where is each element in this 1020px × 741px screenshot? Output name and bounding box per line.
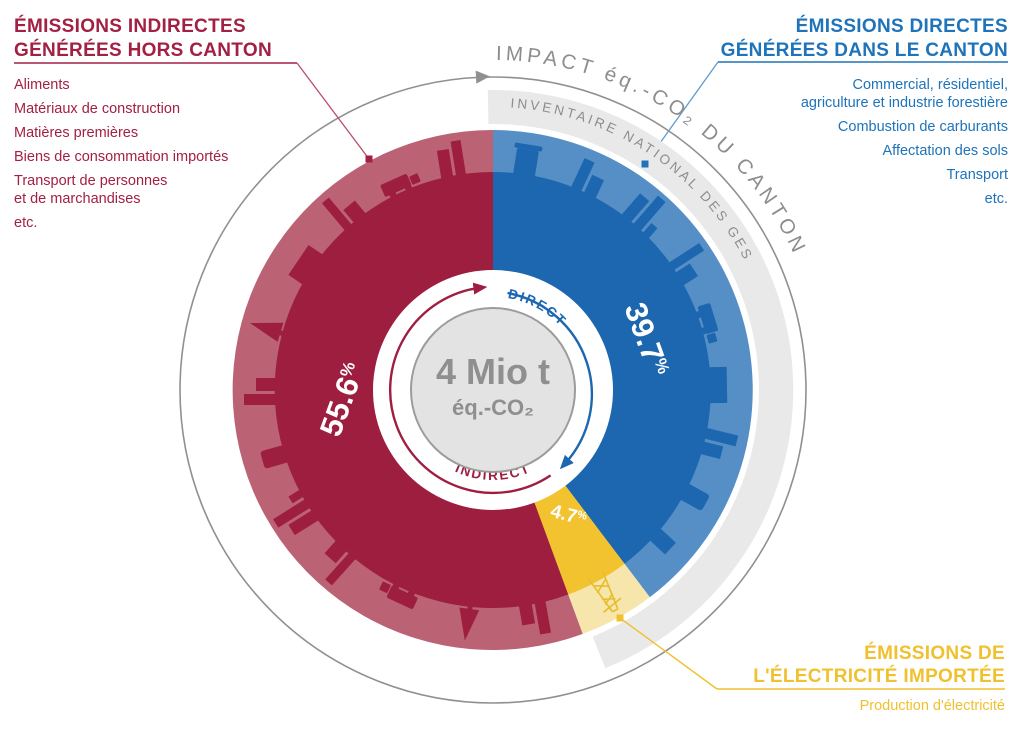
- inventory-band: [487, 89, 794, 669]
- list-item: Production d'électricité: [859, 698, 1005, 714]
- yellow-connector: [616, 614, 1005, 690]
- legend-direct-title: ÉMISSIONS DIRECTES GÉNÉRÉES DANS LE CANT…: [720, 16, 1008, 61]
- indirect-arc-arrow: [389, 282, 552, 495]
- percent-labels: 55.6% 39.7% 4.7%: [313, 298, 674, 528]
- center-total-value: 4 Mio t: [436, 351, 550, 392]
- flow-arcs: [389, 282, 594, 495]
- list-item: Commercial, résidentiel, agriculture et …: [800, 77, 1008, 111]
- list-item: Transport de personnes et de marchandise…: [14, 173, 168, 207]
- cycle-arrowhead-icon: [475, 70, 490, 84]
- pylon-icon: [588, 571, 622, 613]
- legend-direct-items: Commercial, résidentiel, agriculture et …: [678, 76, 1008, 208]
- legend-electricity-items: Production d'électricité: [675, 697, 1005, 715]
- list-item: Biens de consommation importés: [14, 149, 229, 165]
- list-item: Affectation des sols: [882, 143, 1008, 159]
- list-item: Aliments: [14, 77, 70, 93]
- center-total-unit: éq.-CO₂: [452, 395, 534, 420]
- list-item: Combustion de carburants: [837, 119, 1008, 135]
- red-connector: [14, 62, 373, 163]
- legend-indirect-items: Aliments Matériaux de construction Matiè…: [14, 76, 334, 232]
- list-item: etc.: [984, 191, 1008, 207]
- legend-electricity-title: ÉMISSIONS DE L'ÉLECTRICITÉ IMPORTÉE: [753, 643, 1005, 687]
- legend-direct-emissions: ÉMISSIONS DIRECTES GÉNÉRÉES DANS LE CANT…: [678, 15, 1008, 214]
- list-item: Matières premières: [14, 125, 139, 141]
- legend-imported-electricity: ÉMISSIONS DE L'ÉLECTRICITÉ IMPORTÉE Prod…: [675, 642, 1005, 721]
- list-item: etc.: [14, 215, 38, 231]
- blue-connector-dot: [641, 160, 649, 168]
- outer-cycle-arrow: [179, 70, 807, 704]
- skyline-icons-indirect: [244, 140, 552, 641]
- skyline-icons-direct: [512, 142, 739, 555]
- legend-indirect-emissions: ÉMISSIONS INDIRECTES GÉNÉRÉES HORS CANTO…: [14, 15, 334, 238]
- direct-arc-arrow: [507, 291, 594, 470]
- list-item: Matériaux de construction: [14, 101, 181, 117]
- legend-indirect-title: ÉMISSIONS INDIRECTES GÉNÉRÉES HORS CANTO…: [14, 16, 272, 61]
- list-item: Transport: [946, 167, 1008, 183]
- center-circle: [410, 307, 576, 473]
